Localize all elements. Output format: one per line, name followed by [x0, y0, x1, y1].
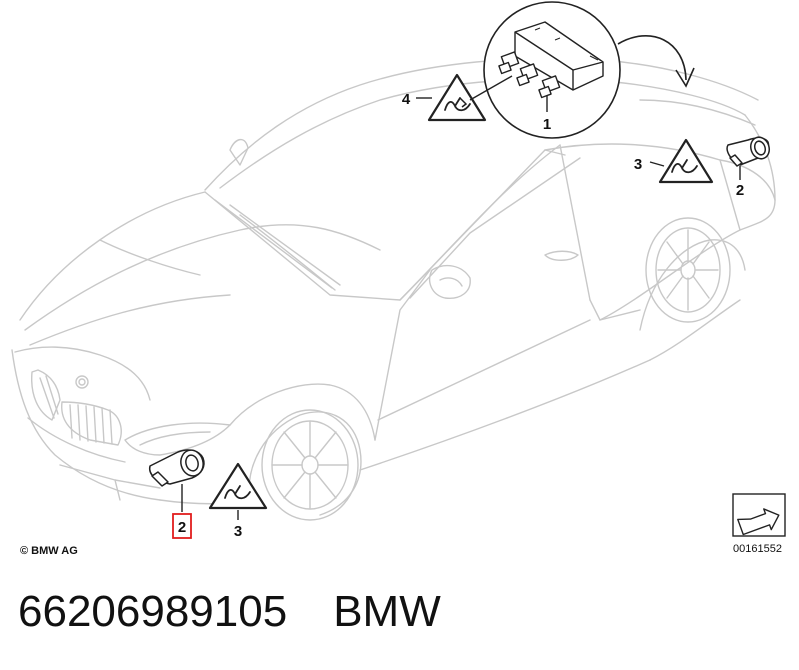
image-number-text: 00161552 [733, 543, 782, 555]
image-number-block: 00161552 [732, 493, 786, 555]
callout-label-1: 1 [543, 116, 551, 133]
warning-triangle-icon-rear [649, 138, 714, 184]
brand-text: BMW [333, 587, 441, 636]
callout-label-4: 4 [402, 91, 411, 108]
direction-arrow-icon [737, 508, 780, 536]
callout-label-3-rear: 3 [634, 156, 642, 173]
control-module-detail [483, 1, 695, 139]
caption-line: 66206989105 BMW [18, 582, 441, 642]
copyright-text: © BMW AG [20, 545, 78, 557]
car-outline-drawing [11, 57, 776, 521]
highlight-box [172, 513, 192, 539]
control-module-icon [498, 21, 604, 99]
warning-triangle-icon-front [208, 462, 268, 520]
callout-label-3-front: 3 [234, 523, 242, 540]
parking-sensor-icon-rear [726, 136, 771, 180]
parking-sensor-icon-front [148, 449, 205, 512]
warning-triangle-icon [416, 73, 513, 122]
part-number-text: 66206989105 [18, 587, 288, 636]
callout-label-2-rear: 2 [736, 182, 744, 199]
callout-label-2-front: 2 [178, 519, 186, 536]
